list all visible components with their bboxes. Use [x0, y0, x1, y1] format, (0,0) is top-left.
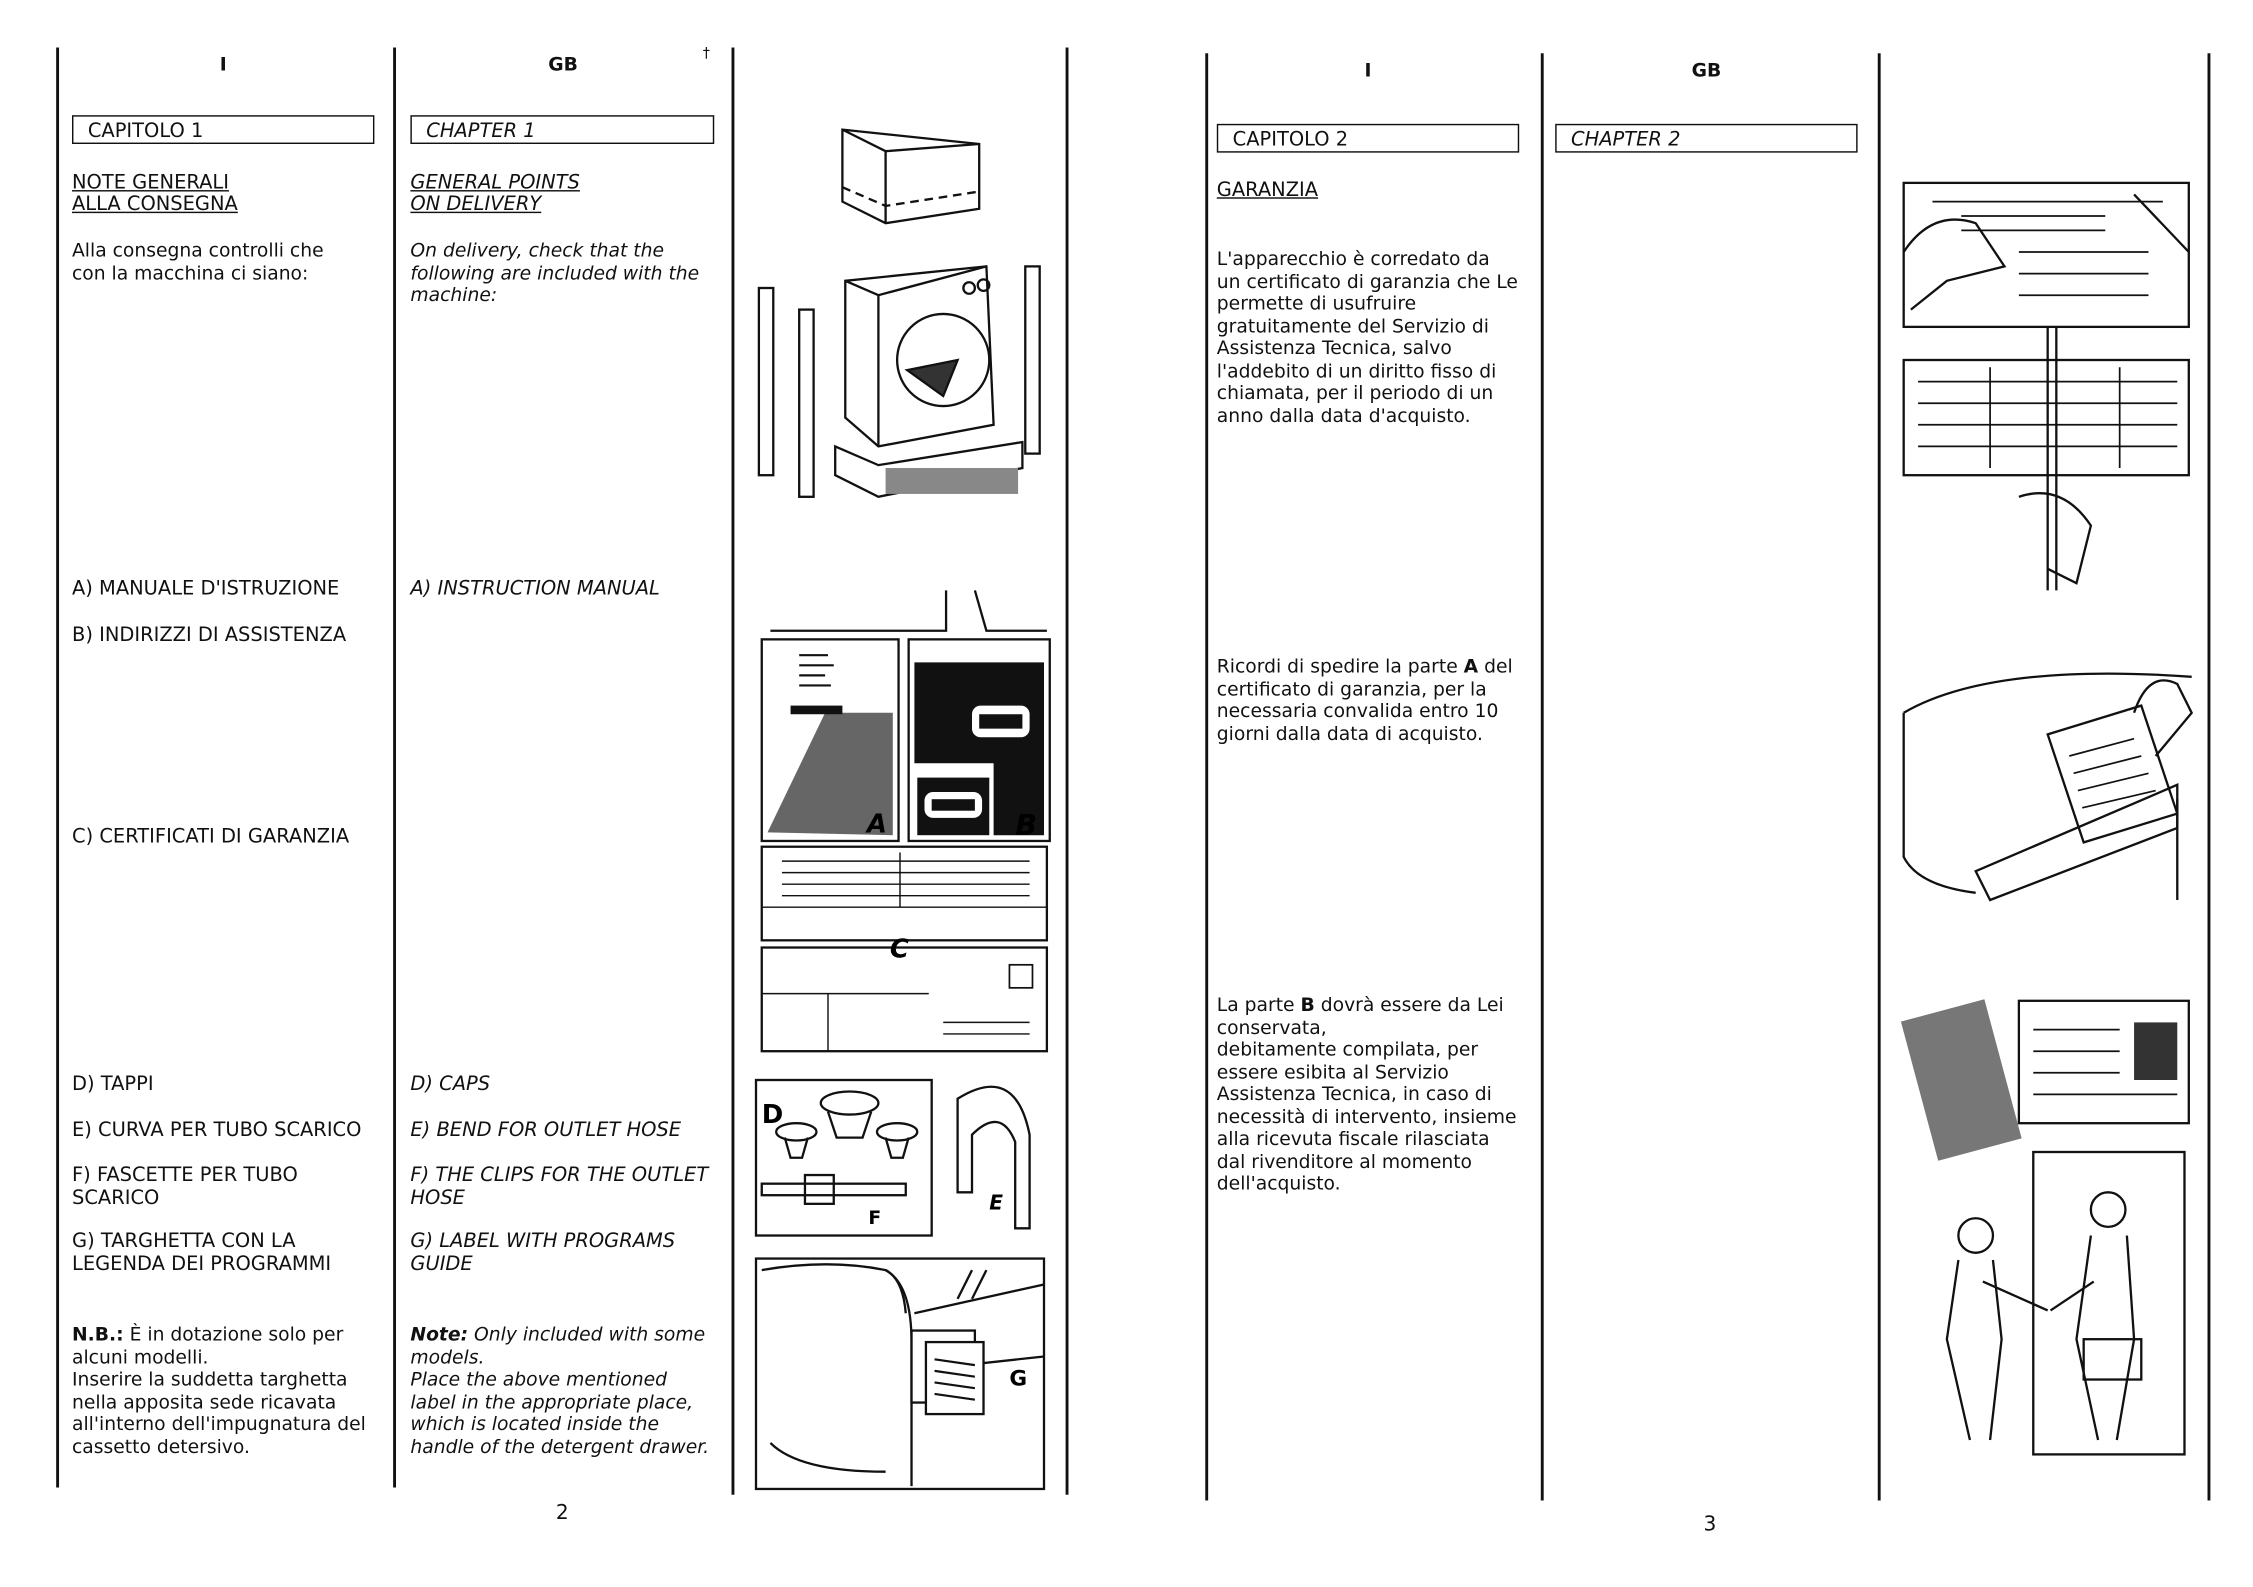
note-it: N.B.: È in dotazione solo per alcuni mod… [72, 1325, 366, 1459]
text-run: dovrà essere da Lei conservata, debitame… [1216, 995, 1517, 1196]
warranty-paragraph-2: Ricordi di spedire la parte A del certif… [1217, 657, 1513, 746]
item-e-gb: E) BEND FOR OUTLET HOSE [410, 1118, 682, 1142]
column-rule [2207, 53, 2210, 1501]
chapter-box-gb: CHAPTER 1 [410, 115, 715, 144]
program-label-drawer-illustration: G [754, 1257, 1046, 1491]
text-run: Ricordi di spedire la parte [1216, 656, 1464, 679]
text-run-bold: A [1463, 656, 1479, 679]
text-run: del certificato di garanzia, per la nece… [1216, 656, 1513, 746]
note-text: È in dotazione solo per alcuni modelli. … [72, 1324, 366, 1458]
page-number-left: 2 [555, 1501, 569, 1525]
item-f-it: F) FASCETTE PER TUBO SCARICO [72, 1163, 298, 1209]
showing-warranty-to-technician-illustration [1900, 999, 2190, 1456]
text-run-bold: B [1300, 995, 1315, 1017]
figure-label-g: G [1009, 1366, 1027, 1391]
column-header-italian: I [219, 54, 227, 77]
section-heading-it: NOTE GENERALI ALLA CONSEGNA [72, 171, 238, 217]
column-rule [731, 47, 734, 1495]
caps-hose-bend-clips-illustration: D F E [754, 1078, 1031, 1237]
heading-line: NOTE GENERALI [72, 171, 229, 195]
item-a-gb: A) INSTRUCTION MANUAL [410, 577, 660, 601]
item-contents-illustration: A B C [760, 590, 1051, 1053]
item-d-gb: D) CAPS [410, 1072, 491, 1096]
column-rule [1540, 53, 1544, 1501]
column-rule [1065, 47, 1068, 1495]
figure-label-e: E [989, 1191, 1003, 1215]
stray-mark: † [702, 46, 710, 62]
chapter-box-it: CAPITOLO 1 [72, 115, 375, 144]
text-run: La parte [1216, 995, 1301, 1017]
item-g-gb: G) LABEL WITH PROGRAMS GUIDE [410, 1229, 676, 1276]
figure-label-a: A [865, 809, 887, 839]
dotted-base-shading [885, 468, 1019, 494]
column-rule [56, 47, 59, 1488]
note-label: Note: [410, 1324, 469, 1347]
column-rule [1205, 53, 1208, 1501]
column-rule [393, 47, 396, 1488]
figure-label-b: B [1015, 808, 1037, 842]
chapter-box-it: CAPITOLO 2 [1216, 123, 1520, 153]
warranty-form-filling-illustration [1902, 181, 2190, 591]
column-header-italian: I [1364, 60, 1372, 83]
heading-line: ALLA CONSEGNA [72, 192, 238, 217]
heading-line: ON DELIVERY [410, 192, 542, 217]
mailing-warranty-illustration [1902, 672, 2194, 902]
intro-text-gb: On delivery, check that the following ar… [410, 240, 700, 307]
warranty-paragraph-3: La parte B dovrà essere da Lei conservat… [1217, 995, 1517, 1196]
section-heading-it: GARANZIA [1216, 178, 1319, 202]
item-e-it: E) CURVA PER TUBO SCARICO [72, 1118, 362, 1142]
column-header-english: GB [548, 54, 578, 77]
intro-text-it: Alla consegna controlli che con la macch… [72, 240, 324, 285]
warranty-paragraph-1: L'apparecchio è corredato da un certific… [1216, 249, 1518, 427]
section-heading-gb: GENERAL POINTS ON DELIVERY [410, 171, 580, 217]
item-b-it: B) INDIRIZZI DI ASSISTENZA [72, 623, 347, 647]
page-number-right: 3 [1703, 1513, 1717, 1537]
item-a-it: A) MANUALE D'ISTRUZIONE [72, 577, 340, 601]
chapter-box-gb: CHAPTER 2 [1555, 123, 1858, 153]
washing-machine-packaging-illustration [757, 128, 1041, 499]
figure-label-d: D [762, 1100, 784, 1130]
note-text: Only included with some models. Place th… [410, 1324, 710, 1458]
item-g-it: G) TARGHETTA CON LA LEGENDA DEI PROGRAMM… [72, 1229, 332, 1276]
note-gb: Note: Only included with some models. Pl… [410, 1325, 709, 1459]
item-d-it: D) TAPPI [72, 1072, 154, 1096]
item-f-gb: F) THE CLIPS FOR THE OUTLET HOSE [410, 1163, 709, 1209]
heading-line: GENERAL POINTS [410, 171, 580, 195]
column-header-english: GB [1691, 60, 1722, 83]
figure-label-f: F [868, 1208, 881, 1229]
figure-label-c: C [890, 935, 909, 965]
item-c-it: C) CERTIFICATI DI GARANZIA [72, 825, 350, 849]
note-label: N.B.: [72, 1324, 124, 1347]
column-rule [1877, 53, 1881, 1501]
